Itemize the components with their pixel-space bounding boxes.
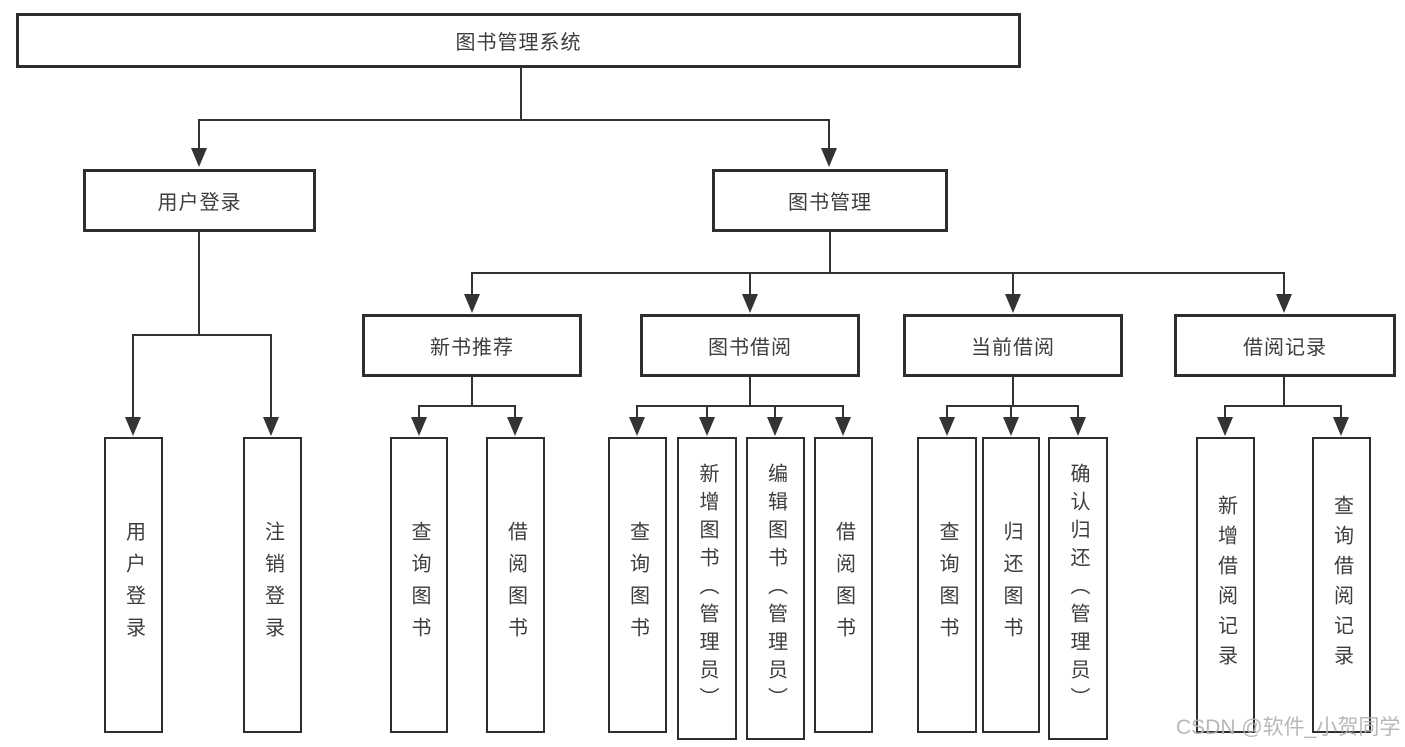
connector-arrow-down — [1276, 294, 1292, 313]
connector-arrow-down — [1333, 417, 1349, 436]
connector-line — [842, 405, 844, 418]
connector-line — [471, 272, 1285, 274]
leaf-borrow-books-recommend: 借阅图书 — [486, 437, 545, 733]
leaf-search-books-recommend: 查询图书 — [390, 437, 448, 733]
leaf-label: 归还图书 — [1000, 521, 1022, 649]
leaf-label: 借阅图书 — [832, 521, 855, 649]
connector-line — [1283, 272, 1285, 295]
connector-line — [198, 232, 200, 335]
connector-line — [1224, 405, 1342, 407]
connector-arrow-down — [821, 148, 837, 167]
node-borrowing-records: 借阅记录 — [1174, 314, 1396, 377]
node-label: 当前借阅 — [971, 337, 1055, 359]
connector-arrow-down — [835, 417, 851, 436]
connector-line — [636, 405, 844, 407]
leaf-confirm-return-admin: 确认归还（管理员） — [1048, 437, 1108, 740]
connector-arrow-down — [767, 417, 783, 436]
node-label: 图书管理系统 — [455, 32, 582, 54]
connector-arrow-down — [464, 294, 480, 313]
connector-line — [1012, 272, 1014, 295]
leaf-add-borrow-record: 新增借阅记录 — [1196, 437, 1255, 733]
leaf-label: 注销登录 — [261, 521, 284, 649]
connector-line — [774, 405, 776, 418]
connector-line — [946, 405, 1079, 407]
connector-line — [749, 272, 751, 295]
node-label: 图书管理 — [788, 192, 872, 214]
connector-arrow-down — [629, 417, 645, 436]
leaf-logout: 注销登录 — [243, 437, 302, 733]
node-new-book-recommendation: 新书推荐 — [362, 314, 582, 377]
leaf-search-borrow-record: 查询借阅记录 — [1312, 437, 1371, 733]
node-book-borrowing: 图书借阅 — [640, 314, 860, 377]
connector-line — [471, 377, 473, 406]
connector-line — [198, 119, 200, 149]
connector-line — [1077, 405, 1079, 418]
leaf-return-books: 归还图书 — [982, 437, 1040, 733]
connector-line — [636, 405, 638, 418]
node-book-management: 图书管理 — [712, 169, 948, 232]
connector-arrow-down — [411, 417, 427, 436]
connector-line — [1012, 377, 1014, 406]
leaf-edit-book-admin: 编辑图书（管理员） — [746, 437, 805, 740]
connector-line — [1340, 405, 1342, 418]
connector-arrow-down — [1217, 417, 1233, 436]
leaf-borrow-books-borrowing: 借阅图书 — [814, 437, 873, 733]
leaf-label: 查询图书 — [626, 521, 649, 649]
node-label: 图书借阅 — [708, 337, 792, 359]
connector-arrow-down — [191, 148, 207, 167]
connector-line — [471, 272, 473, 295]
leaf-label: 确认归还（管理员） — [1067, 462, 1089, 715]
connector-line — [132, 334, 272, 336]
leaf-user-login: 用户登录 — [104, 437, 163, 733]
connector-arrow-down — [125, 417, 141, 436]
connector-arrow-down — [263, 417, 279, 436]
connector-arrow-down — [939, 417, 955, 436]
leaf-label: 查询图书 — [936, 521, 958, 649]
connector-line — [1283, 377, 1285, 406]
connector-line — [829, 232, 831, 273]
connector-line — [828, 119, 830, 149]
leaf-label: 查询图书 — [408, 521, 430, 649]
connector-line — [946, 405, 948, 418]
watermark: CSDN @软件_小贺同学 — [1176, 716, 1401, 739]
leaf-label: 用户登录 — [122, 521, 145, 649]
connector-line — [520, 68, 522, 120]
connector-line — [132, 334, 134, 417]
leaf-search-books-borrowing: 查询图书 — [608, 437, 667, 733]
connector-line — [706, 405, 708, 418]
connector-arrow-down — [507, 417, 523, 436]
connector-line — [514, 405, 516, 418]
connector-line — [198, 119, 830, 121]
connector-line — [1010, 405, 1012, 418]
leaf-label: 借阅图书 — [504, 521, 527, 649]
node-user-login: 用户登录 — [83, 169, 316, 232]
leaf-search-books-current: 查询图书 — [917, 437, 977, 733]
connector-line — [270, 334, 272, 417]
leaf-label: 编辑图书（管理员） — [764, 462, 787, 715]
connector-arrow-down — [742, 294, 758, 313]
leaf-label: 新增图书（管理员） — [696, 462, 718, 715]
connector-line — [749, 377, 751, 406]
node-current-borrowing: 当前借阅 — [903, 314, 1123, 377]
leaf-label: 查询借阅记录 — [1330, 495, 1353, 675]
leaf-label: 新增借阅记录 — [1214, 495, 1237, 675]
connector-arrow-down — [699, 417, 715, 436]
node-label: 用户登录 — [157, 192, 242, 214]
connector-line — [1224, 405, 1226, 418]
node-label: 新书推荐 — [430, 337, 514, 359]
connector-arrow-down — [1070, 417, 1086, 436]
node-library-system: 图书管理系统 — [16, 13, 1021, 68]
connector-line — [418, 405, 516, 407]
connector-line — [418, 405, 420, 418]
connector-arrow-down — [1003, 417, 1019, 436]
connector-arrow-down — [1005, 294, 1021, 313]
leaf-add-book-admin: 新增图书（管理员） — [677, 437, 737, 740]
node-label: 借阅记录 — [1243, 337, 1327, 359]
